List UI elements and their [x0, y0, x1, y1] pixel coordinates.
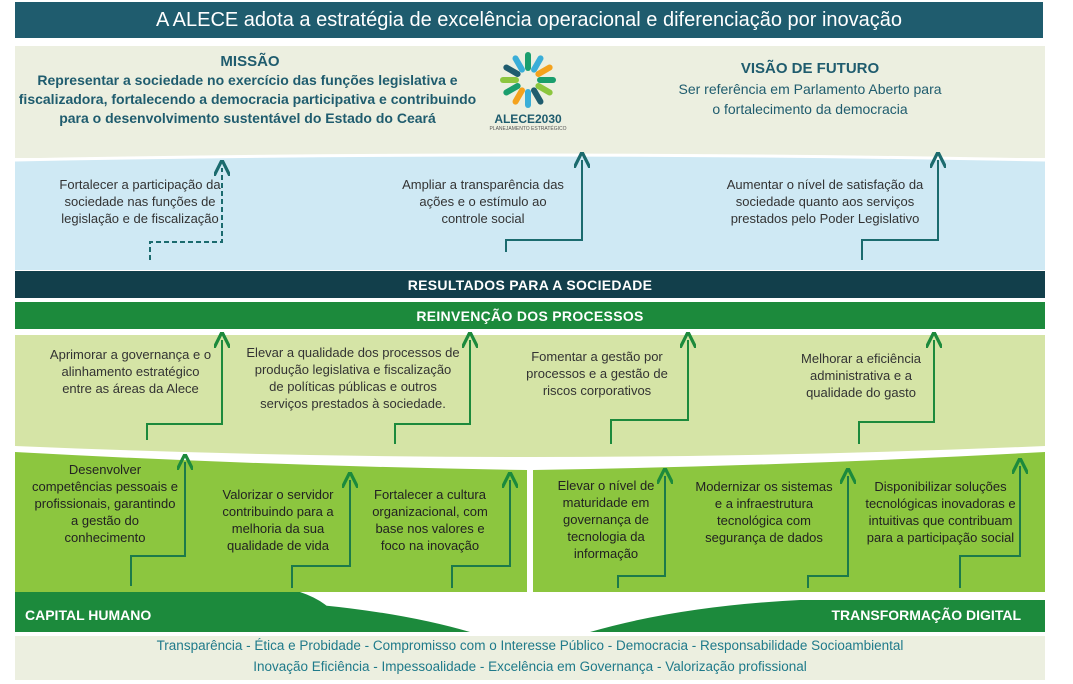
vision-heading: VISÃO DE FUTURO: [740, 60, 880, 77]
mission-line: Representar a sociedade no exercício das…: [37, 72, 458, 88]
process-band-label: REINVENÇÃO DOS PROCESSOS: [416, 307, 644, 324]
mission-line: fiscalizadora, fortalecendo a democracia…: [18, 91, 477, 107]
objective-line: Modernizar os sistemas: [695, 479, 833, 494]
objective-line: qualidade de vida: [227, 538, 329, 553]
objective-line: e a infraestrutura: [714, 496, 814, 511]
objective-line: Fortalecer a participação da: [59, 177, 221, 192]
objective-line: a gestão do: [71, 513, 139, 528]
objective-line: tecnológicas inovadoras e: [865, 496, 1016, 511]
process-area: [15, 335, 1045, 457]
objective-line: legislação e de fiscalização: [61, 211, 219, 226]
objective-line: processos e a gestão de: [526, 366, 668, 381]
process-objective: Fomentar a gestão por processos e a gest…: [512, 348, 682, 399]
objective-line: administrativa e a: [810, 368, 912, 383]
mission-heading: MISSÃO: [220, 53, 280, 70]
process-objective: Elevar a qualidade dos processos de prod…: [243, 344, 463, 412]
title-bar: A ALECE adota a estratégia de excelência…: [15, 2, 1043, 38]
objective-line: segurança de dados: [705, 530, 823, 545]
objective-line: tecnologia da: [567, 529, 645, 544]
objective-line: organizacional, com: [372, 504, 488, 519]
page-title: A ALECE adota a estratégia de excelência…: [155, 8, 903, 31]
objective-line: Aprimorar a governança e o: [49, 347, 212, 362]
objective-line: foco na inovação: [380, 538, 480, 553]
vision-line: Ser referência em Parlamento Aberto para: [678, 81, 942, 97]
objective-line: Disponibilizar soluções: [874, 479, 1007, 494]
objective-line: melhoria da sua: [231, 521, 325, 536]
objective-line: de políticas públicas e outros: [269, 379, 437, 394]
objective-line: Melhorar a eficiência: [801, 351, 921, 366]
objective-line: riscos corporativos: [542, 383, 652, 398]
objective-line: serviços prestados à sociedade.: [260, 396, 446, 411]
values-heading: VALORES: [494, 615, 566, 632]
objective-line: qualidade do gasto: [806, 385, 916, 400]
objective-line: Elevar o nível de: [557, 478, 655, 493]
objective-line: competências pessoais e: [32, 479, 178, 494]
objective-line: Desenvolver: [68, 462, 142, 477]
objective-line: Fomentar a gestão por: [531, 349, 663, 364]
human-capital-objective: Desenvolver competências pessoais e prof…: [30, 461, 180, 546]
values-area: [15, 636, 1045, 680]
objective-line: sociedade nas funções de: [64, 194, 216, 209]
process-objective: Melhorar a eficiência administrativa e a…: [766, 350, 956, 401]
digital-objective: Modernizar os sistemas e a infraestrutur…: [683, 478, 845, 546]
objective-line: conhecimento: [64, 530, 146, 545]
logo-text: ALECE2030: [494, 112, 562, 126]
society-objective: Fortalecer a participação da sociedade n…: [40, 176, 240, 227]
mission-text: Representar a sociedade no exercício das…: [15, 71, 480, 128]
objective-line: profissionais, garantindo: [34, 496, 176, 511]
objective-line: Aumentar o nível de satisfação da: [726, 177, 924, 192]
vision-text: Ser referência em Parlamento Aberto para…: [640, 79, 980, 119]
objective-line: intuitivas que contribuam: [868, 513, 1013, 528]
objective-line: produção legislativa e fiscalização: [254, 362, 452, 377]
society-band-label: RESULTADOS PARA A SOCIEDADE: [407, 276, 653, 293]
values-line: Inovação Eficiência - Impessoalidade - E…: [253, 659, 807, 674]
objective-line: Fortalecer a cultura: [374, 487, 486, 502]
digital-transformation-label: TRANSFORMAÇÃO DIGITAL: [831, 607, 1022, 623]
objective-line: entre as áreas da Alece: [62, 381, 199, 396]
objective-line: contribuindo para a: [222, 504, 334, 519]
objective-line: Elevar a qualidade dos processos de: [246, 345, 460, 360]
objective-line: Valorizar o servidor: [222, 487, 334, 502]
process-objective: Aprimorar a governança e o alinhamento e…: [38, 346, 223, 397]
process-band: REINVENÇÃO DOS PROCESSOS: [15, 302, 1045, 329]
objective-line: governança de: [562, 512, 649, 527]
digital-objective: Elevar o nível de maturidade em governan…: [547, 477, 665, 562]
objective-line: alinhamento estratégico: [61, 364, 200, 379]
values-text: Transparência - Ética e Probidade - Comp…: [15, 635, 1045, 677]
values-line: Transparência - Ética e Probidade - Comp…: [156, 638, 904, 653]
objective-line: controle social: [441, 211, 525, 226]
logo-subtext: PLANEJAMENTO ESTRATÉGICO: [489, 126, 567, 132]
society-results-band: RESULTADOS PARA A SOCIEDADE: [15, 271, 1045, 298]
objective-line: ações e o estímulo ao: [419, 194, 547, 209]
objective-line: para a participação social: [866, 530, 1015, 545]
alece-logo-icon: [500, 52, 556, 108]
human-capital-objective: Fortalecer a cultura organizacional, com…: [360, 486, 500, 554]
objective-line: base nos valores e: [375, 521, 485, 536]
objective-line: Ampliar a transparência das: [402, 177, 564, 192]
objective-line: maturidade em: [562, 495, 650, 510]
vision-line: o fortalecimento da democracia: [712, 101, 908, 117]
mission-line: para o desenvolvimento sustentável do Es…: [59, 110, 436, 126]
objective-line: informação: [573, 546, 639, 561]
digital-label-shape: [590, 600, 1045, 632]
objective-line: prestados pelo Poder Legislativo: [730, 211, 920, 226]
human-capital-label: CAPITAL HUMANO: [25, 607, 152, 623]
objective-line: sociedade quanto aos serviços: [735, 194, 915, 209]
human-capital-objective: Valorizar o servidor contribuindo para a…: [213, 486, 343, 554]
objective-line: tecnológica com: [717, 513, 811, 528]
society-objective: Aumentar o nível de satisfação da socied…: [715, 176, 935, 227]
society-objective: Ampliar a transparência das ações e o es…: [383, 176, 583, 227]
digital-objective: Disponibilizar soluções tecnológicas ino…: [858, 478, 1023, 546]
